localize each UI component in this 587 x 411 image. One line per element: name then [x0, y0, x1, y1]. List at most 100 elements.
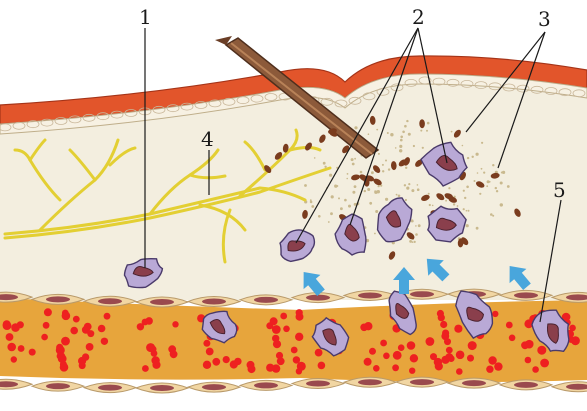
endothelial-cell-nucleus — [202, 384, 226, 390]
tissue-speck — [340, 207, 343, 210]
red-blood-cell — [84, 323, 92, 331]
tissue-speck — [378, 153, 380, 155]
tissue-speck — [472, 156, 474, 158]
red-blood-cell — [280, 313, 287, 320]
red-blood-cell — [7, 343, 16, 352]
red-blood-cell — [441, 332, 449, 340]
tissue-speck — [466, 186, 469, 189]
tissue-speck — [402, 131, 405, 134]
red-blood-cell — [98, 325, 106, 333]
tissue-speck — [414, 241, 416, 243]
endothelial-cell-nucleus — [150, 299, 174, 305]
red-blood-cell — [6, 333, 14, 341]
tissue-speck — [464, 197, 466, 199]
tissue-speck — [385, 160, 387, 162]
red-blood-cell — [234, 358, 241, 365]
endothelial-cell-nucleus — [46, 383, 70, 389]
tissue-speck — [406, 187, 409, 190]
tissue-speck — [387, 132, 389, 134]
tissue-speck — [481, 168, 483, 170]
tissue-speck — [323, 162, 326, 165]
red-blood-cell — [62, 312, 71, 321]
tissue-speck — [426, 130, 428, 132]
red-blood-cell — [203, 340, 210, 347]
red-blood-cell — [525, 357, 532, 364]
red-blood-cell — [426, 337, 435, 346]
red-blood-cell — [456, 368, 463, 375]
tissue-speck — [371, 171, 374, 174]
label-3: 3 — [538, 7, 551, 31]
tissue-speck — [463, 190, 465, 192]
tissue-speck — [496, 190, 498, 192]
tissue-speck — [338, 197, 340, 199]
red-blood-cell — [137, 323, 144, 330]
tissue-speck — [304, 184, 307, 187]
red-blood-cell — [203, 361, 211, 369]
tissue-speck — [348, 205, 351, 208]
tissue-speck — [418, 224, 421, 227]
endothelial-cell-nucleus — [98, 298, 122, 304]
red-blood-cell — [73, 316, 80, 323]
tissue-speck — [466, 224, 469, 227]
tissue-speck — [334, 185, 337, 188]
label-4: 4 — [201, 127, 214, 151]
tissue-speck — [347, 173, 349, 175]
endothelial-cell-nucleus — [46, 296, 70, 302]
tissue-speck — [385, 198, 388, 201]
red-blood-cell — [409, 368, 415, 374]
tissue-speck — [364, 190, 366, 192]
tissue-speck — [495, 187, 497, 189]
red-blood-cell — [430, 353, 437, 360]
red-blood-cell — [540, 359, 549, 368]
tissue-speck — [415, 233, 418, 236]
tissue-speck — [375, 210, 378, 213]
tissue-speck — [417, 184, 419, 186]
tissue-speck — [398, 195, 401, 198]
tissue-speck — [404, 184, 406, 186]
tissue-speck — [489, 181, 491, 183]
tissue-speck — [409, 240, 412, 243]
tissue-speck — [328, 221, 330, 223]
endothelial-cell-nucleus — [514, 292, 538, 298]
red-blood-cell — [380, 340, 387, 347]
red-blood-cell — [270, 317, 278, 325]
red-blood-cell — [223, 356, 230, 363]
red-blood-cell — [435, 362, 443, 370]
tissue-speck — [492, 164, 494, 166]
red-blood-cell — [29, 349, 36, 356]
tissue-speck — [399, 149, 402, 152]
red-blood-cell — [168, 345, 176, 353]
red-blood-cell — [506, 322, 513, 329]
endothelial-cell-nucleus — [254, 382, 278, 388]
red-blood-cell — [440, 321, 447, 328]
red-blood-cell — [70, 327, 78, 335]
red-blood-cell — [212, 358, 220, 366]
tissue-speck — [376, 129, 378, 131]
tissue-speck — [474, 180, 476, 182]
tissue-speck — [467, 157, 469, 159]
tissue-speck — [479, 193, 481, 195]
red-blood-cell — [86, 343, 94, 351]
tissue-speck — [395, 147, 397, 149]
tissue-speck — [415, 225, 417, 227]
red-blood-cell — [104, 313, 111, 320]
tissue-speck — [406, 120, 408, 122]
tissue-speck — [374, 233, 376, 235]
red-blood-cell — [79, 362, 86, 369]
red-blood-cell — [296, 309, 303, 316]
red-blood-cell — [172, 321, 178, 327]
endothelial-cell-nucleus — [514, 382, 538, 388]
tissue-speck — [428, 193, 430, 195]
red-blood-cell — [454, 325, 462, 333]
tissue-speck — [483, 172, 485, 174]
red-blood-cell — [448, 355, 455, 362]
endothelial-cell-nucleus — [306, 381, 330, 387]
tissue-speck — [453, 203, 455, 205]
tissue-speck — [463, 208, 465, 210]
red-blood-cell — [277, 357, 285, 365]
red-blood-cell — [101, 338, 108, 345]
tissue-speck — [346, 178, 348, 180]
tissue-speck — [486, 185, 488, 187]
tissue-speck — [457, 205, 459, 207]
tissue-speck — [492, 215, 494, 217]
